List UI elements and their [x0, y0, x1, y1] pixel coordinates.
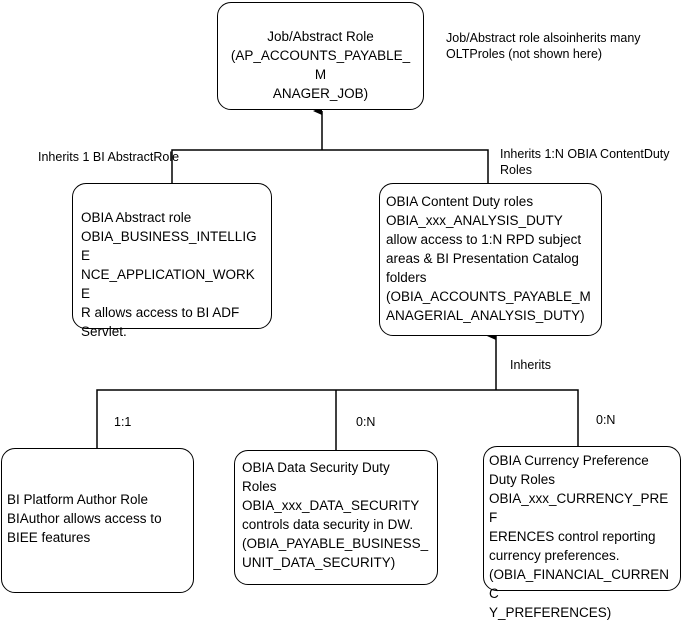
- text-line: folders: [386, 270, 427, 285]
- text-line: BIEE features: [7, 530, 91, 545]
- text-line: OBIA Currency Preference: [489, 453, 649, 468]
- text-line: Job/Abstract Role: [267, 29, 374, 44]
- label-cardinality-0-n-currency: 0:N: [596, 412, 615, 428]
- text-line: allow access to 1:N RPD subject: [386, 232, 582, 247]
- text-line: Job/Abstract role also: [446, 31, 567, 45]
- annotation-oltp-roles: Job/Abstract role alsoinherits many OLTP…: [446, 30, 682, 62]
- text-line: 0:N: [356, 415, 376, 429]
- label-inherits-content-duty: Inherits 1:N OBIA ContentDuty Roles: [500, 146, 682, 178]
- text-line: Roles: [242, 479, 277, 494]
- text-line: currency preferences.: [489, 548, 620, 563]
- edge-content-duty-to-job-role: [322, 149, 489, 183]
- edge-bi-author-to-content-duty: [96, 389, 496, 448]
- text-line: NCE_APPLICATION_WORKE: [81, 267, 255, 301]
- text-line: inherits many OLTP: [446, 31, 641, 61]
- text-line: 1:1: [114, 415, 132, 429]
- text-line: OBIA_xxx_CURRENCY_PREF: [489, 491, 669, 525]
- text-line: Duty Roles: [489, 472, 556, 487]
- text-line: OBIA_xxx_DATA_SECURITY: [242, 498, 420, 513]
- text-line: Role: [153, 150, 180, 164]
- text-line: areas & BI Presentation Catalog: [386, 251, 579, 266]
- text-line: OBIA Content Duty roles: [386, 194, 534, 209]
- text-line: Inherits: [510, 358, 551, 372]
- text-line: Servlet.: [81, 324, 127, 339]
- text-line: Inherits 1 BI Abstract: [38, 150, 154, 164]
- text-line: (AP_ACCOUNTS_PAYABLE_M: [230, 48, 411, 82]
- text-line: ANAGERIAL_ANALYSIS_DUTY): [386, 308, 585, 323]
- text-line: (OBIA_ACCOUNTS_PAYABLE_M: [386, 289, 591, 304]
- text-line: UNIT_DATA_SECURITY): [242, 555, 396, 570]
- label-inherits: Inherits: [510, 357, 551, 373]
- node-job-abstract-role: Job/Abstract Role (AP_ACCOUNTS_PAYABLE_M A…: [217, 2, 424, 110]
- edge-abstract-role-to-job-role: [171, 149, 322, 183]
- text-line: OBIA_xxx_ANALYSIS_DUTY: [386, 213, 563, 228]
- text-line: OBIA Abstract role: [81, 210, 192, 225]
- text-line: ERENCES control reporting: [489, 529, 656, 544]
- text-line: Inherits 1:N OBIA Content: [500, 147, 644, 161]
- text-line: (OBIA_PAYABLE_BUSINESS_: [242, 536, 429, 551]
- text-line: OBIA_BUSINESS_INTELLIGE: [81, 229, 257, 263]
- text-line: ANAGER_JOB): [272, 86, 369, 101]
- connector-lines: [96, 107, 579, 450]
- text-line: BIAuthor allows access to: [7, 511, 162, 526]
- text-line: roles (not shown here): [477, 47, 603, 61]
- label-cardinality-1-1: 1:1: [114, 414, 131, 430]
- edge-currency-pref-to-content-duty: [496, 389, 579, 446]
- label-inherits-abstract-role: Inherits 1 BI AbstractRole: [38, 149, 179, 165]
- text-line: R allows access to BI ADF: [81, 305, 240, 320]
- text-line: BI Platform Author Role: [7, 492, 149, 507]
- text-line: controls data security in DW.: [242, 517, 414, 532]
- text-line: 0:N: [596, 413, 616, 427]
- text-line: Duty Roles: [500, 147, 670, 177]
- text-line: Y_PREFERENCES): [489, 605, 612, 620]
- text-line: OBIA Data Security Duty: [242, 460, 390, 475]
- text-line: (OBIA_FINANCIAL_CURRENC: [489, 567, 670, 601]
- label-cardinality-0-n-data-security: 0:N: [356, 414, 375, 430]
